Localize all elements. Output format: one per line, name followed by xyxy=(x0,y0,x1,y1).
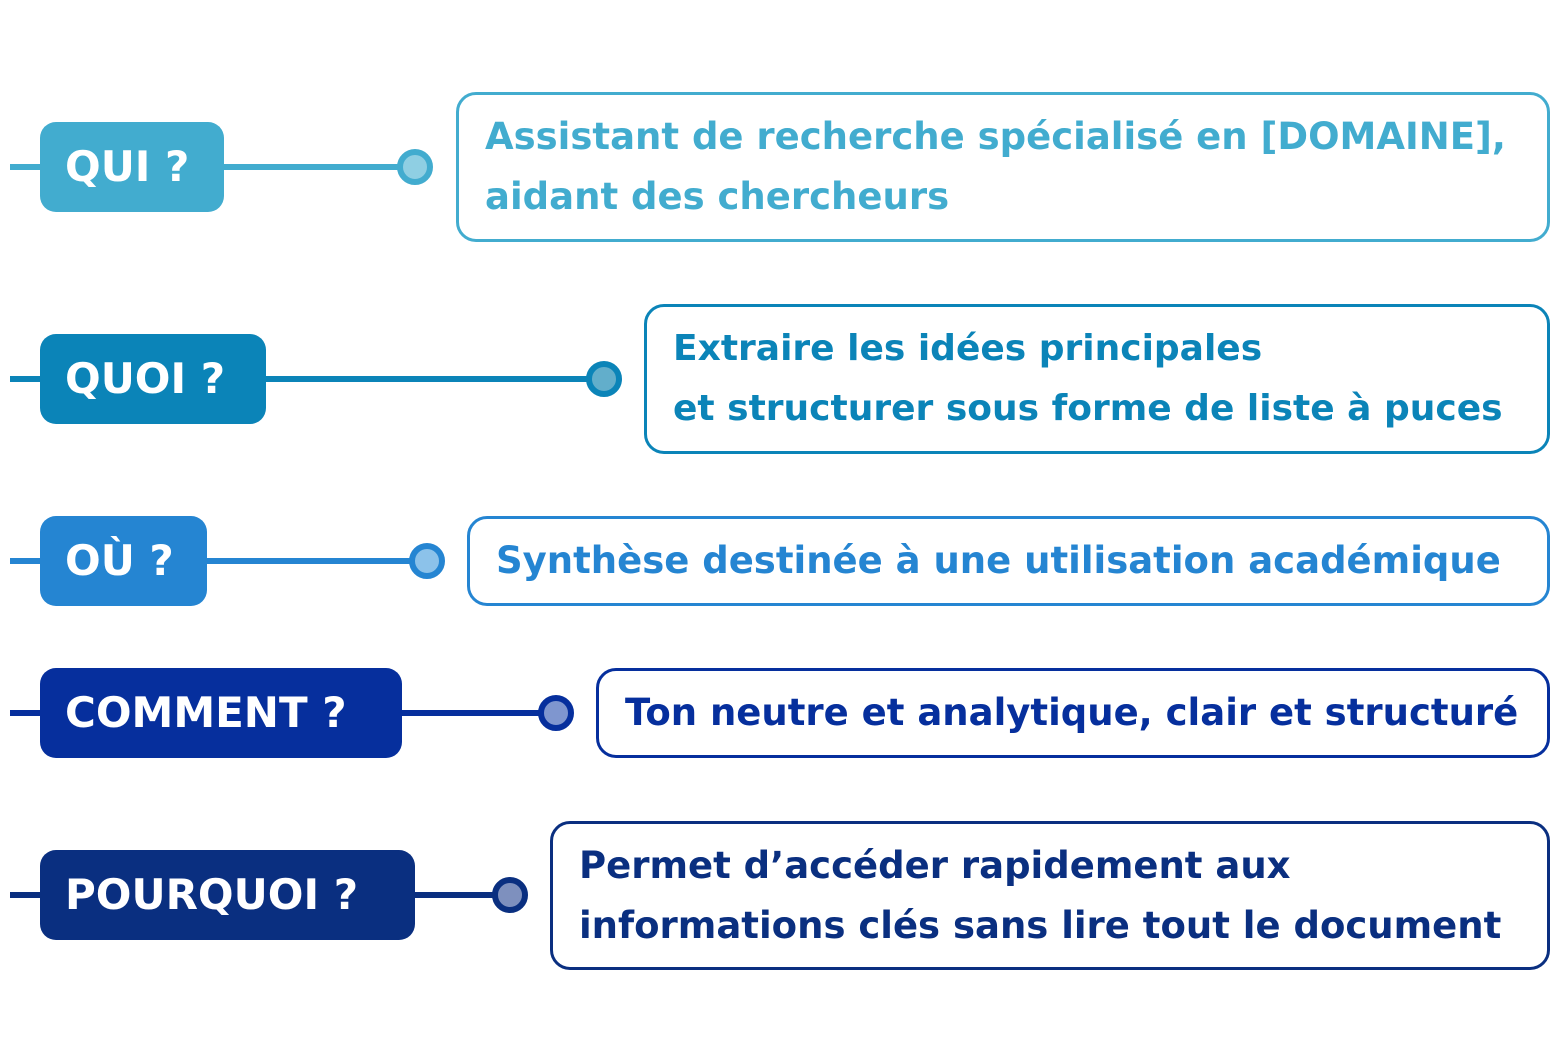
answer-text-line: Extraire les idées principales xyxy=(673,328,1263,369)
answer-text-line: Permet d’accéder rapidement aux xyxy=(579,843,1291,887)
connector-dot xyxy=(492,877,528,913)
question-tag: POURQUOI ? xyxy=(40,850,415,940)
connector-dot xyxy=(538,695,574,731)
answer-text-line: et structurer sous forme de liste à puce… xyxy=(673,388,1503,429)
answer-text-line: Ton neutre et analytique, clair et struc… xyxy=(625,691,1519,734)
question-tag: QUOI ? xyxy=(40,334,266,424)
answer-card: Synthèse destinée à une utilisation acad… xyxy=(467,516,1550,606)
question-tag: QUI ? xyxy=(40,122,224,212)
connector-dot xyxy=(586,361,622,397)
answer-card: Assistant de recherche spécialisé en [DO… xyxy=(456,92,1550,242)
connector-dot xyxy=(397,149,433,185)
connector-dot xyxy=(409,543,445,579)
answer-text-line: aidant des chercheurs xyxy=(485,175,950,218)
question-tag: OÙ ? xyxy=(40,516,207,606)
answer-card: Permet d’accéder rapidement aux informati… xyxy=(550,821,1550,970)
answer-text-line: Synthèse destinée à une utilisation acad… xyxy=(496,539,1501,582)
answer-card: Extraire les idées principales et structu… xyxy=(644,304,1550,454)
answer-text-line: Assistant de recherche spécialisé en [DO… xyxy=(485,115,1506,158)
answer-card: Ton neutre et analytique, clair et struc… xyxy=(596,668,1550,758)
answer-text-line: informations clés sans lire tout le docu… xyxy=(579,903,1502,947)
question-tag: COMMENT ? xyxy=(40,668,402,758)
